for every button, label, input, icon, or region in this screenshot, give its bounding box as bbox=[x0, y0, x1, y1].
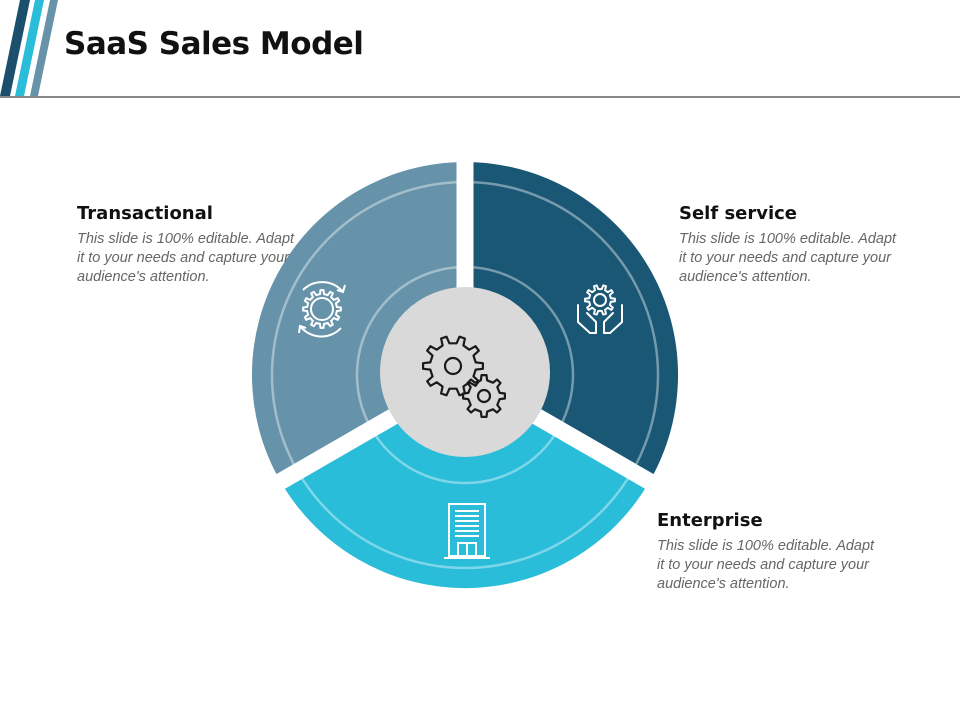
office-building-icon bbox=[444, 503, 490, 559]
title-divider bbox=[0, 96, 960, 98]
segment-description: This slide is 100% editable. Adapt it to… bbox=[657, 538, 875, 592]
label-self-service: Self service This slide is 100% editable… bbox=[679, 203, 899, 287]
hands-gear-icon bbox=[577, 284, 623, 334]
segment-description: This slide is 100% editable. Adapt it to… bbox=[679, 231, 897, 285]
gear-cycle-icon bbox=[298, 281, 346, 338]
segment-title: Self service bbox=[679, 203, 798, 224]
label-transactional: Transactional This slide is 100% editabl… bbox=[77, 203, 297, 287]
gears-icon bbox=[422, 335, 506, 418]
segment-title: Transactional bbox=[77, 203, 213, 224]
center-circle bbox=[380, 287, 550, 457]
segment-description: This slide is 100% editable. Adapt it to… bbox=[77, 231, 295, 285]
segment-title: Enterprise bbox=[657, 510, 763, 531]
slide-title: SaaS Sales Model bbox=[64, 26, 364, 62]
decorative-stripes bbox=[0, 0, 58, 96]
label-enterprise: Enterprise This slide is 100% editable. … bbox=[657, 510, 877, 594]
